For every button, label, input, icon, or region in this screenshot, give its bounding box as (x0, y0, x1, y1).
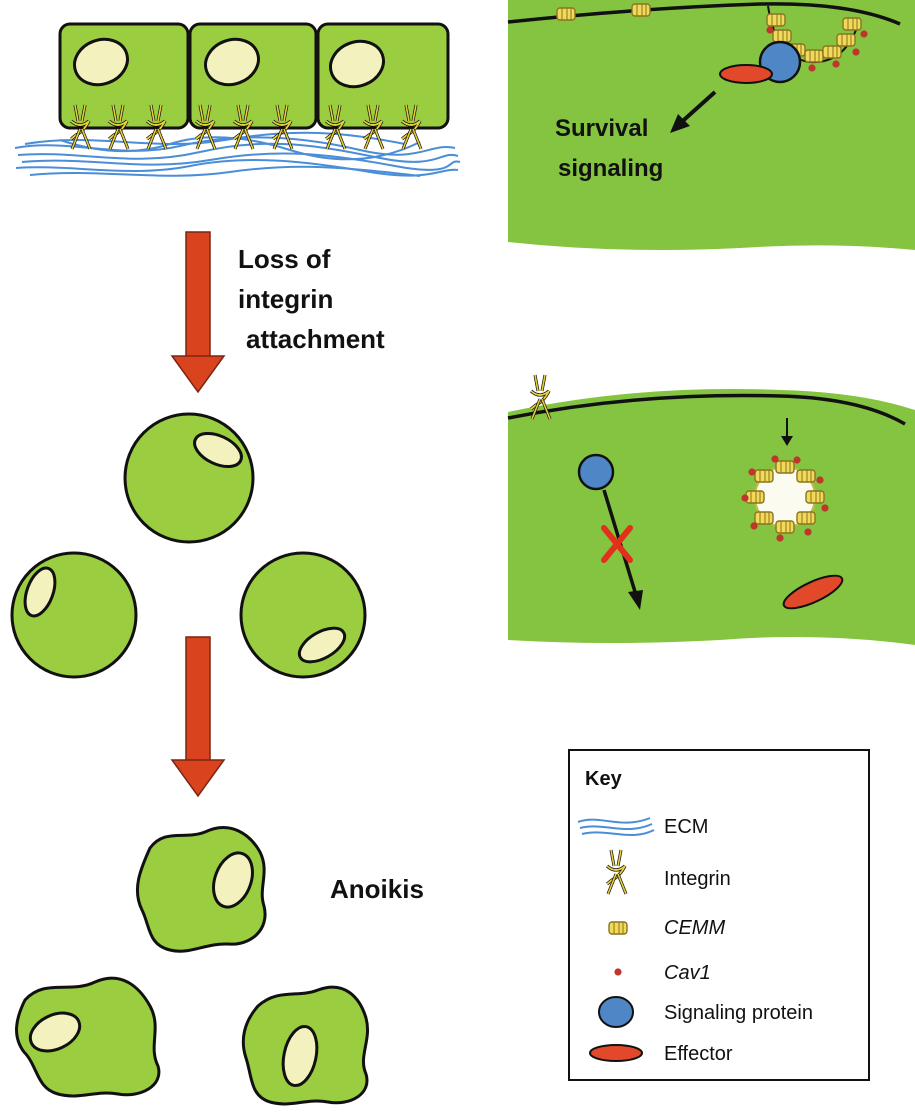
effector-icon (589, 1044, 643, 1062)
survival-label-line2: signaling (558, 155, 663, 182)
cemm-icon (608, 921, 628, 935)
loss-label-line2: integrin (238, 284, 333, 314)
signaling-protein-icon (598, 996, 634, 1028)
key-label-signaling-protein: Signaling protein (664, 1002, 813, 1024)
key-label-cemm: CEMM (664, 917, 725, 939)
detached-cell (123, 412, 255, 544)
key-label-effector: Effector (664, 1043, 733, 1065)
nucleus (329, 39, 385, 89)
anoikis-label: Anoikis (330, 874, 424, 904)
effector (782, 574, 844, 610)
cav1-icon (614, 968, 622, 976)
key-label-integrin: Integrin (664, 868, 731, 890)
key-label-cav1: Cav1 (664, 962, 711, 984)
survival-label-line1: Survival (555, 115, 648, 142)
anoikis-cell (15, 976, 161, 1098)
effector (719, 64, 773, 84)
loss-label-line3: attachment (246, 324, 385, 354)
key-box: Key ECM Integrin CEMM Cav1 Signaling pro… (568, 749, 870, 1081)
nucleus (281, 1024, 319, 1088)
key-title: Key (585, 768, 623, 790)
internalized-vesicle (741, 455, 829, 542)
key-label-ecm: ECM (664, 816, 708, 838)
nucleus (23, 566, 57, 618)
nucleus (204, 37, 260, 87)
detached-cells-group (10, 412, 367, 679)
loss-label-line1: Loss of (238, 244, 331, 274)
survival-panel: Survival signaling (507, 0, 915, 250)
down-arrow (170, 231, 226, 394)
anoikis-cells-group (15, 826, 369, 1106)
ecm-icon (577, 817, 655, 837)
block-x-icon (601, 525, 633, 563)
nucleus (193, 431, 243, 469)
signaling-protein (577, 453, 615, 491)
nucleus (297, 626, 347, 664)
down-arrow (170, 636, 226, 798)
nucleus (28, 1011, 82, 1053)
nucleus (73, 37, 129, 87)
nucleus (212, 851, 254, 909)
attached-cells-group (58, 22, 450, 130)
blocked-panel (507, 373, 915, 645)
